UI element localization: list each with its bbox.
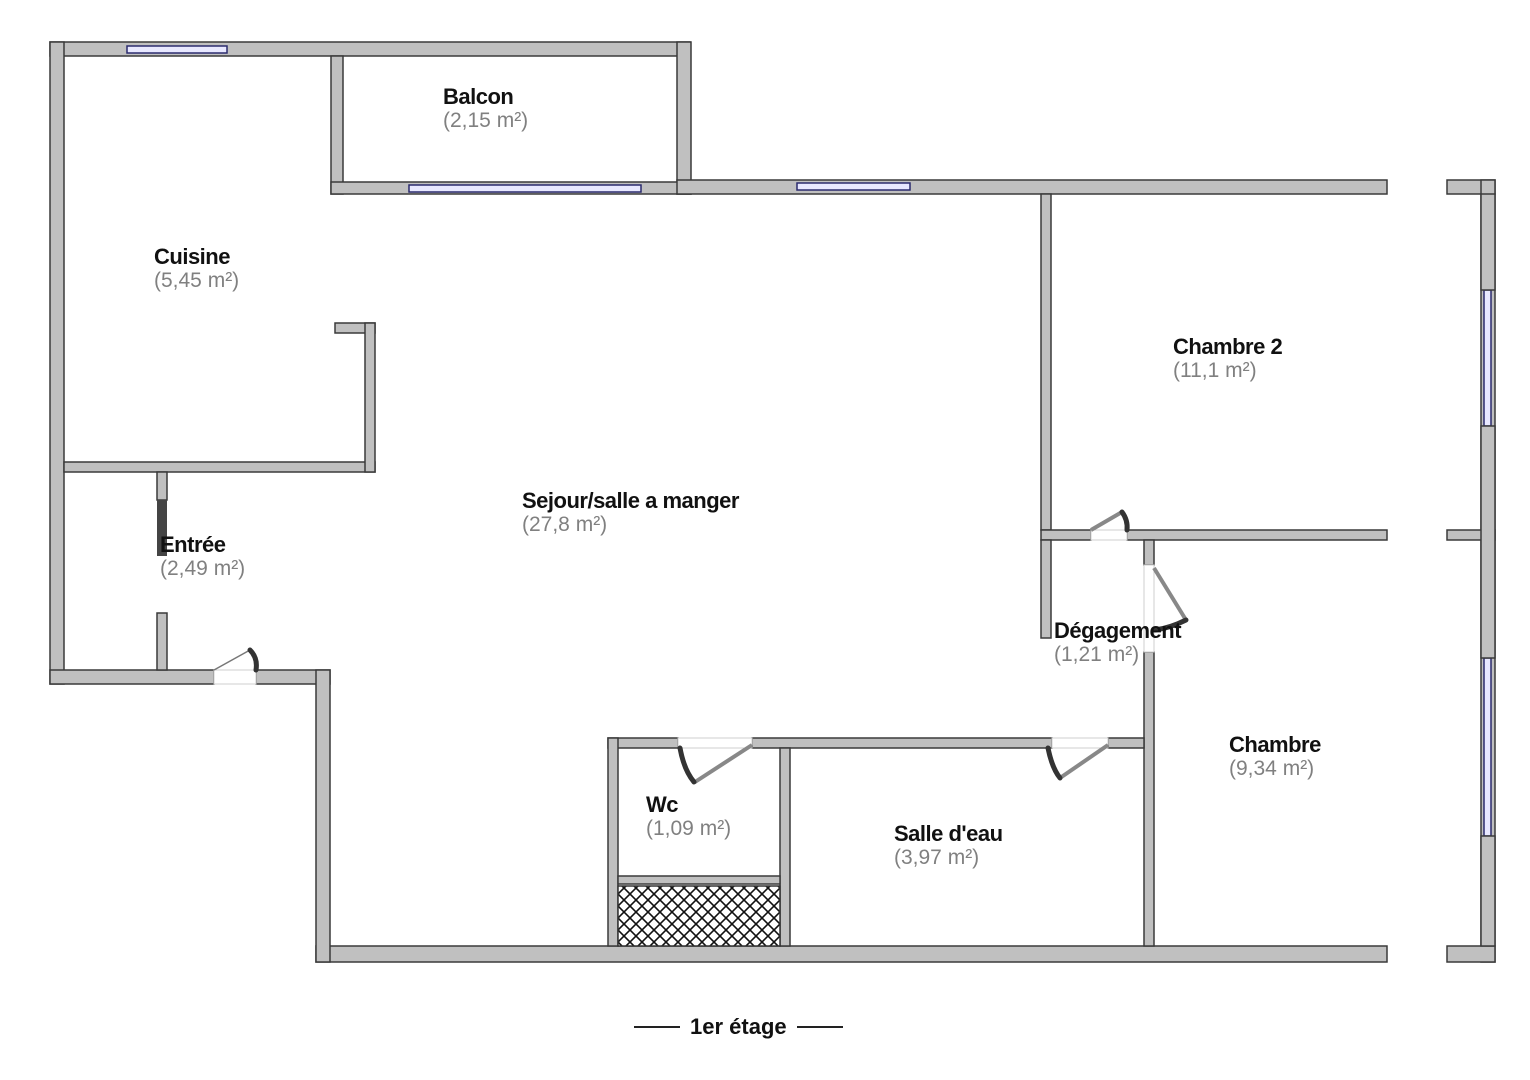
- room-name: Salle d'eau: [894, 821, 1003, 846]
- room-sejour: Sejour/salle a manger (27,8 m²): [522, 488, 739, 536]
- room-salle-deau: Salle d'eau (3,97 m²): [894, 821, 1003, 869]
- room-name: Chambre: [1229, 732, 1321, 757]
- room-area: (11,1 m²): [1173, 359, 1257, 382]
- room-area: (9,34 m²): [1229, 757, 1315, 780]
- room-area: (1,09 m²): [646, 817, 732, 840]
- room-chambre: Chambre (9,34 m²): [1229, 732, 1321, 780]
- room-area: (27,8 m²): [522, 513, 608, 536]
- room-wc: Wc (1,09 m²): [646, 792, 732, 840]
- room-balcon: Balcon (2,15 m²): [443, 84, 529, 132]
- floor-label: 1er étage: [690, 1014, 787, 1039]
- room-area: (2,49 m²): [160, 557, 246, 580]
- floor-caption: 1er étage: [634, 1014, 843, 1040]
- room-area: (2,15 m²): [443, 109, 529, 132]
- room-name: Cuisine: [154, 244, 230, 269]
- room-area: (3,97 m²): [894, 846, 980, 869]
- room-chambre-2: Chambre 2 (11,1 m²): [1173, 334, 1283, 382]
- exterior-walls: [49, 41, 1496, 963]
- interior-walls: [63, 193, 1496, 947]
- room-area: (1,21 m²): [1054, 643, 1140, 666]
- doors: [213, 509, 1189, 785]
- room-area: (5,45 m²): [154, 269, 240, 292]
- room-name: Dégagement: [1054, 618, 1182, 643]
- room-degagement: Dégagement (1,21 m²): [1054, 618, 1182, 666]
- room-name: Entrée: [160, 532, 226, 557]
- room-cuisine: Cuisine (5,45 m²): [154, 244, 240, 292]
- room-name: Chambre 2: [1173, 334, 1283, 359]
- room-entree: Entrée (2,49 m²): [160, 532, 246, 580]
- duct-hatch: [617, 885, 781, 947]
- room-name: Wc: [646, 792, 679, 817]
- room-name: Balcon: [443, 84, 514, 109]
- caption-rule-left: [634, 1026, 680, 1028]
- room-name: Sejour/salle a manger: [522, 488, 739, 513]
- caption-rule-right: [796, 1026, 843, 1028]
